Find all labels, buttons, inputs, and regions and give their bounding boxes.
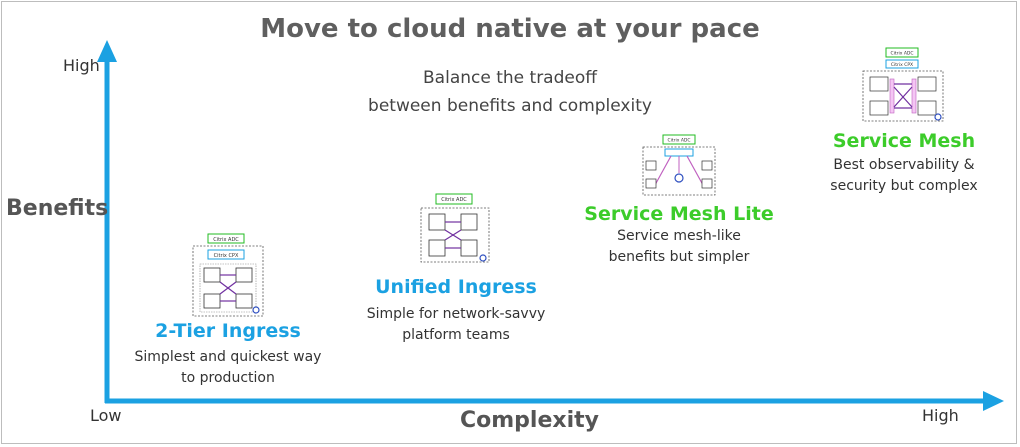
subtitle: Balance the tradeoff between benefits an… bbox=[300, 64, 720, 120]
subtitle-line-1: Balance the tradeoff bbox=[423, 68, 597, 88]
service-mesh-lite-diagram: Citrix ADC bbox=[642, 134, 716, 196]
page-title: Move to cloud native at your pace bbox=[260, 14, 760, 44]
y-axis-arrow bbox=[97, 40, 117, 62]
x-axis-low-label: Low bbox=[90, 406, 122, 425]
x-axis-title: Complexity bbox=[460, 408, 599, 433]
option-name-unified-ingress: Unified Ingress bbox=[375, 276, 537, 298]
option-desc-service-mesh: Best observability & security but comple… bbox=[830, 157, 978, 194]
mini-cpx-label: Citrix CPX bbox=[891, 62, 913, 68]
mini-cpx-label: Citrix CPX bbox=[214, 253, 239, 259]
mini-adc-label: Citrix ADC bbox=[667, 138, 690, 144]
service-mesh-diagram: Citrix ADC Citrix CPX bbox=[862, 47, 944, 122]
mini-adc-label: Citrix ADC bbox=[890, 51, 913, 57]
y-axis-title: Benefits bbox=[6, 196, 109, 221]
option-name-two-tier-ingress: 2-Tier Ingress bbox=[155, 320, 301, 342]
unified-ingress-diagram: Citrix ADC bbox=[420, 193, 490, 263]
x-axis-high-label: High bbox=[922, 406, 959, 425]
x-axis-arrow bbox=[983, 391, 1004, 411]
mini-adc-label: Citrix ADC bbox=[213, 237, 239, 243]
option-desc-unified-ingress: Simple for network-savvy platform teams bbox=[366, 306, 546, 343]
subtitle-line-2: between benefits and complexity bbox=[368, 96, 652, 116]
option-desc-service-mesh-lite: Service mesh-like benefits but simpler bbox=[608, 228, 750, 265]
option-name-service-mesh: Service Mesh bbox=[832, 130, 976, 152]
mini-adc-label: Citrix ADC bbox=[441, 197, 467, 203]
two-tier-ingress-diagram: Citrix ADC Citrix CPX bbox=[192, 233, 264, 317]
y-axis-high-label: High bbox=[63, 56, 100, 75]
option-name-service-mesh-lite: Service Mesh Lite bbox=[584, 203, 774, 225]
option-desc-two-tier-ingress: Simplest and quickest way to production bbox=[134, 349, 322, 386]
